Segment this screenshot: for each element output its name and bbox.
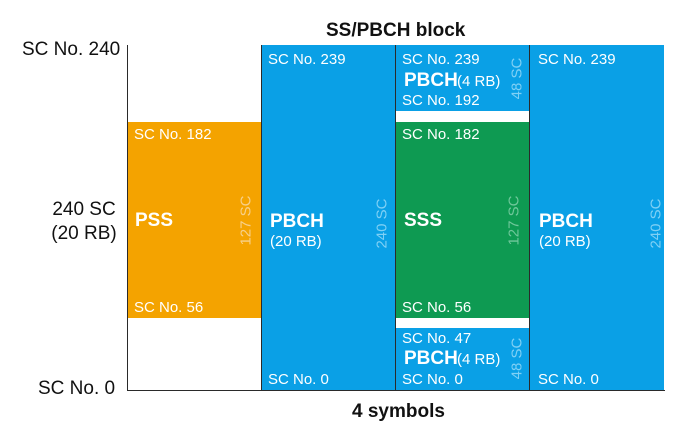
pbch-col4-bottom-label: SC No. 0: [538, 371, 599, 388]
grid-left-edge: [127, 45, 128, 391]
y-label-middle-line2: (20 RB): [51, 223, 117, 244]
pbch-col3-lower-name: PBCH: [404, 348, 458, 369]
pbch-col3-lower-vertical-label: 48 SC: [508, 337, 526, 380]
pbch-col2-vertical-label: 240 SC: [373, 198, 391, 249]
pbch-block-col2: SC No. 239 PBCH (20 RB) SC No. 0 240 SC: [262, 45, 396, 390]
pbch-col2-sub: (20 RB): [270, 233, 322, 250]
pbch-col3-upper-vertical-label: 48 SC: [508, 57, 526, 100]
pss-block: SC No. 182 PSS SC No. 56 127 SC: [128, 122, 262, 318]
y-label-bottom: SC No. 0: [38, 378, 116, 399]
pbch-col3-upper-name: PBCH: [404, 70, 458, 91]
y-label-middle-line1: 240 SC: [52, 199, 116, 220]
diagram-title: SS/PBCH block: [326, 20, 466, 41]
x-axis-label: 4 symbols: [352, 401, 445, 422]
y-label-top: SC No. 240: [22, 39, 121, 60]
grid-divider-3: [529, 45, 530, 391]
pbch-col4-top-label: SC No. 239: [538, 51, 616, 68]
pbch-col2-name: PBCH: [270, 211, 324, 232]
pbch-col2-top-label: SC No. 239: [268, 51, 346, 68]
grid-bottom-edge: [127, 390, 665, 391]
sss-name: SSS: [404, 210, 443, 231]
pbch-col4-vertical-label: 240 SC: [647, 198, 665, 249]
pss-top-label: SC No. 182: [134, 126, 212, 143]
pbch-col3-upper-bottom-label: SC No. 192: [402, 92, 480, 109]
grid-divider-2: [395, 45, 396, 391]
y-label-middle: 240 SC (20 RB): [44, 198, 124, 246]
pss-vertical-label: 127 SC: [237, 195, 255, 246]
sss-top-label: SC No. 182: [402, 126, 480, 143]
sss-block: SC No. 182 SSS SC No. 56 127 SC: [396, 122, 530, 318]
pbch-col2-bottom-label: SC No. 0: [268, 371, 329, 388]
pbch-col3-lower-top-label: SC No. 47: [402, 330, 472, 347]
pss-name: PSS: [135, 210, 174, 231]
pbch-block-col3-lower: SC No. 47 PBCH (4 RB) SC No. 0 48 SC: [396, 328, 530, 390]
pss-bottom-label: SC No. 56: [134, 299, 204, 316]
sss-vertical-label: 127 SC: [505, 195, 523, 246]
pbch-col4-name: PBCH: [539, 211, 593, 232]
pbch-col3-lower-bottom-label: SC No. 0: [402, 371, 463, 388]
pbch-col3-lower-sub: (4 RB): [457, 351, 501, 368]
pbch-col4-sub: (20 RB): [539, 233, 591, 250]
pbch-block-col4: SC No. 239 PBCH (20 RB) SC No. 0 240 SC: [530, 45, 665, 390]
pbch-block-col3-upper: SC No. 239 PBCH (4 RB) SC No. 192 48 SC: [396, 45, 530, 111]
grid-divider-1: [261, 45, 262, 391]
sss-bottom-label: SC No. 56: [402, 299, 472, 316]
pbch-col3-upper-sub: (4 RB): [457, 73, 501, 90]
pbch-col3-upper-top-label: SC No. 239: [402, 51, 480, 68]
